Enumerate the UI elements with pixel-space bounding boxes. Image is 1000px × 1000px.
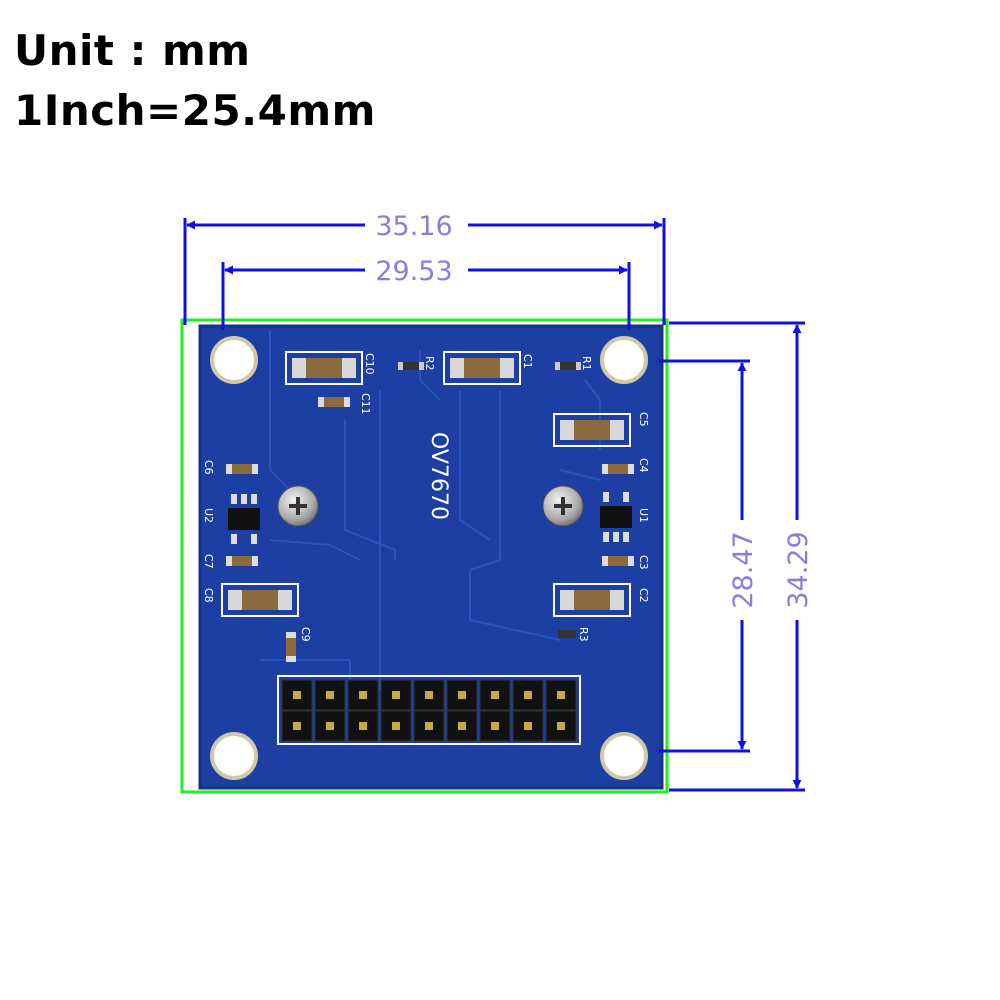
header-pin-contact: [425, 722, 433, 730]
header-pin-contact: [293, 722, 301, 730]
silk-u1: U1: [637, 508, 650, 523]
board-outline: [180, 318, 669, 794]
silk-c1: C1: [521, 354, 534, 369]
header-pin-contact: [458, 722, 466, 730]
dimension-overall-width: 35.16: [183, 211, 666, 325]
header-pin-contact: [491, 722, 499, 730]
header-pin: [281, 679, 313, 711]
header-pin-contact: [557, 722, 565, 730]
capacitor-c2: [553, 583, 631, 617]
regulator-u1: [600, 492, 632, 542]
regulator-u2: [228, 494, 260, 544]
mounting-hole-bottom-right: [600, 732, 648, 780]
silk-c8: C8: [202, 588, 215, 603]
silk-c7: C7: [202, 554, 215, 569]
header-pin-contact: [557, 691, 565, 699]
inch-conversion-label: 1Inch=25.4mm: [14, 86, 376, 135]
silk-c3: C3: [637, 555, 650, 570]
mounting-hole-top-left: [210, 336, 258, 384]
header-pin: [380, 679, 412, 711]
header-pin-contact: [392, 722, 400, 730]
silk-c5: C5: [637, 412, 650, 427]
unit-label: Unit : mm: [14, 26, 251, 75]
dimension-hole-spacing-width: 29.53: [221, 256, 631, 330]
capacitor-c10: [285, 351, 363, 385]
mounting-hole-bottom-left: [210, 732, 258, 780]
header-pin-contact: [458, 691, 466, 699]
dimension-overall-height: 34.29: [669, 321, 814, 792]
overall-width-label: 35.16: [375, 211, 452, 242]
silk-u2: U2: [202, 508, 215, 523]
hole-spacing-width-label: 29.53: [375, 256, 452, 287]
header-pin-contact: [524, 722, 532, 730]
header-pin-contact: [359, 722, 367, 730]
dimension-hole-spacing-height: 28.47: [658, 359, 759, 753]
pin-header-2x9: [277, 675, 581, 745]
silk-c2: C2: [637, 588, 650, 603]
silk-c11: C11: [359, 393, 372, 415]
capacitor-c5: [553, 413, 631, 447]
chip-label: OV7670: [426, 432, 451, 520]
header-pin-contact: [425, 691, 433, 699]
silkscreen-labels: C10 R2 C1 R1 C11 C5 C4 C6 U2 U1 C7 C8 C3…: [202, 353, 650, 642]
screw-left: [277, 485, 319, 527]
screw-right: [542, 485, 584, 527]
silk-r3: R3: [577, 627, 590, 642]
header-pin-contact: [326, 691, 334, 699]
header-pin-contact: [293, 691, 301, 699]
mounting-hole-top-right: [600, 336, 648, 384]
silk-c4: C4: [637, 458, 650, 473]
header-pin-contact: [392, 691, 400, 699]
capacitor-c8: [221, 583, 299, 617]
silk-c10: C10: [363, 353, 376, 375]
camera-module-board: C10 R2 C1 R1 C11 C5 C4 C6 U2 U1 C7 C8 C3…: [198, 324, 664, 790]
header-pin-contact: [326, 722, 334, 730]
small-smd-parts: [226, 362, 634, 662]
silk-c6: C6: [202, 460, 215, 475]
capacitor-c1: [443, 351, 521, 385]
overall-height-label: 34.29: [783, 531, 814, 608]
silk-r2: R2: [423, 356, 436, 371]
header-pin-contact: [524, 691, 532, 699]
silk-r1: R1: [580, 356, 593, 371]
silk-c9: C9: [299, 627, 312, 642]
hole-spacing-height-label: 28.47: [728, 531, 759, 608]
header-pin-contact: [359, 691, 367, 699]
header-pin-contact: [491, 691, 499, 699]
